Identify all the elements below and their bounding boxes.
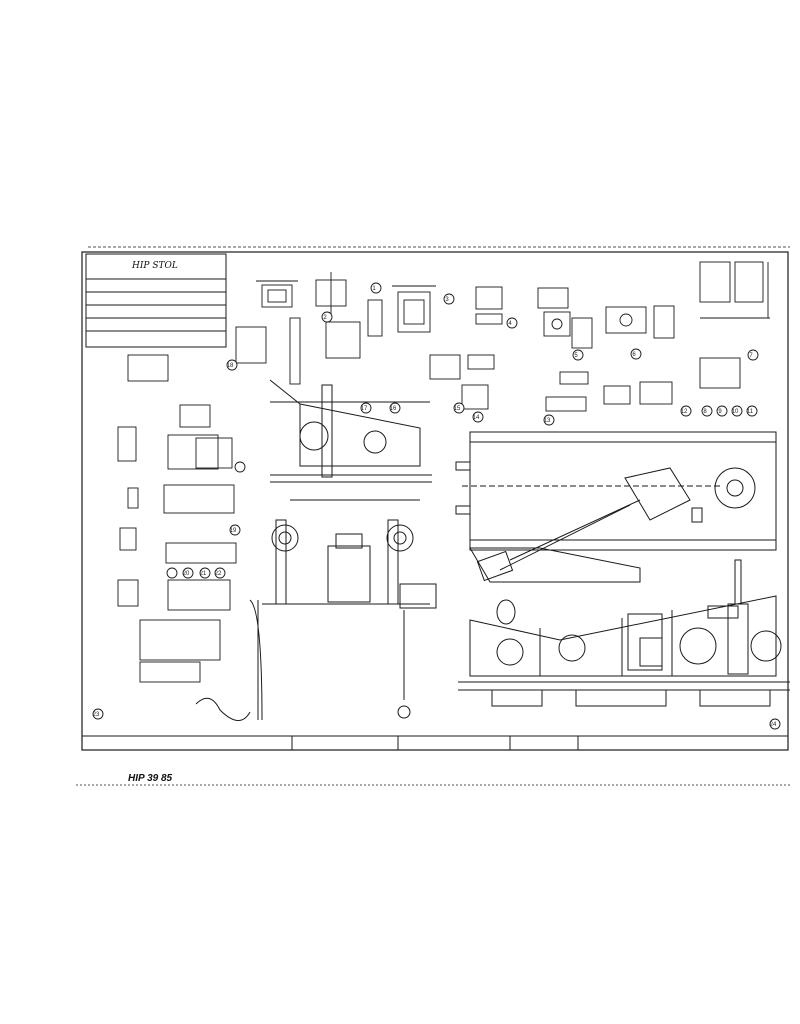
- detail-number-15: 15: [454, 406, 461, 412]
- detail-number-23: 23: [93, 712, 100, 718]
- detail-number-21: 21: [200, 571, 207, 577]
- side-elevation-right: [458, 559, 790, 707]
- detail-number-14: 14: [473, 415, 480, 421]
- center-assembly: [195, 519, 437, 721]
- detail-number-22: 22: [215, 571, 222, 577]
- plan-view-right: [455, 431, 777, 583]
- detail-number-16: 16: [390, 406, 397, 412]
- detail-number-6: 6: [632, 352, 636, 358]
- detail-number-8: 8: [703, 409, 707, 415]
- detail-number-2: 2: [323, 315, 327, 321]
- detail-number-1: 1: [372, 286, 376, 292]
- detail-callouts: [92, 282, 781, 730]
- detail-number-24: 24: [770, 722, 777, 728]
- sheet-border: [76, 246, 790, 786]
- detail-number-10: 10: [732, 409, 739, 415]
- detail-number-19: 19: [230, 528, 237, 534]
- detail-number-7: 7: [749, 353, 753, 359]
- title-handwritten: HIP STOL: [131, 261, 178, 271]
- detail-number-11: 11: [747, 409, 754, 415]
- detail-index-numbers: 1 2 3 4 5 6 7 8 9 10 11 12 13 14 15 16 1…: [93, 286, 777, 728]
- detail-number-9: 9: [718, 409, 722, 415]
- detail-number-18: 18: [227, 363, 234, 369]
- title-block: [85, 253, 227, 348]
- detail-group-top: [117, 261, 770, 683]
- side-elevation-left: [269, 379, 432, 501]
- detail-number-17: 17: [361, 406, 368, 412]
- bottom-title-strip: [291, 736, 579, 750]
- detail-number-13: 13: [544, 418, 551, 424]
- detail-number-3: 3: [445, 297, 449, 303]
- detail-number-4: 4: [508, 321, 512, 327]
- sheet-code: HIP 39 85: [128, 773, 173, 784]
- detail-number-12: 12: [681, 409, 688, 415]
- detail-number-20: 20: [183, 571, 190, 577]
- detail-number-5: 5: [574, 353, 578, 359]
